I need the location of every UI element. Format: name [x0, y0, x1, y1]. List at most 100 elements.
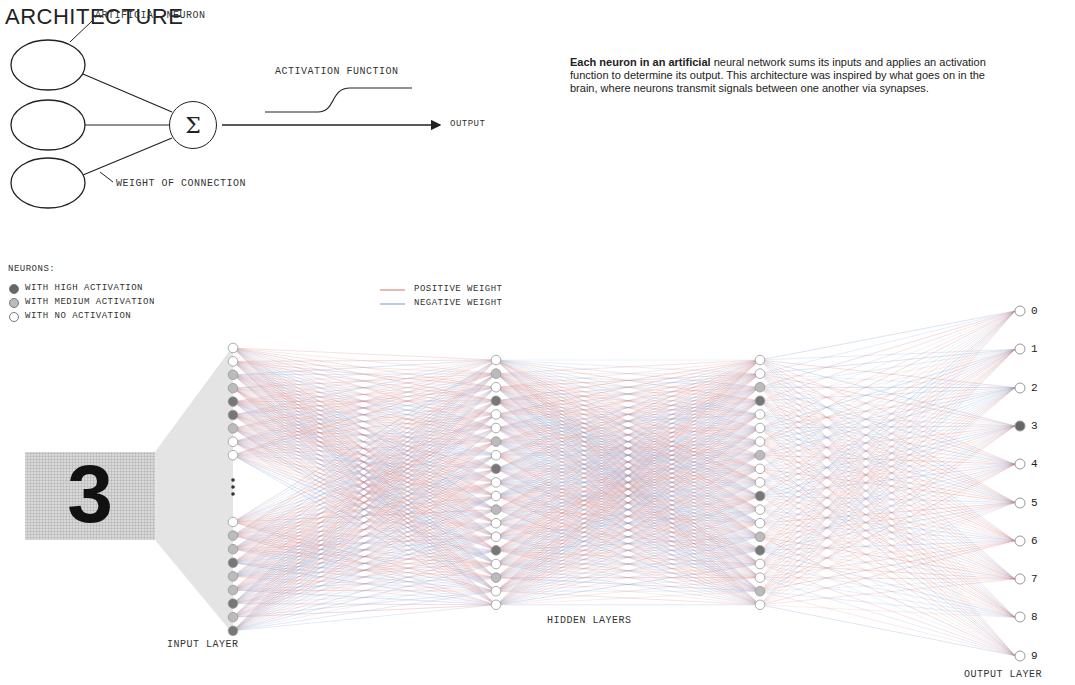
legend-swatch [9, 284, 19, 294]
neuron [491, 600, 501, 610]
neuron-circle [1014, 611, 1026, 623]
neuron [755, 586, 765, 596]
weight-line [760, 426, 1015, 605]
weight-line [233, 375, 496, 591]
connection-line [85, 124, 169, 125]
weight-line [496, 401, 760, 605]
weight-line [233, 469, 496, 631]
output-neuron: 1 [1014, 342, 1038, 356]
weight-line [496, 387, 760, 605]
digit-label: 3 [1031, 420, 1038, 432]
connection-line [83, 138, 172, 175]
weight-line [233, 510, 496, 631]
neuron [228, 370, 238, 380]
weight-line [233, 388, 496, 591]
legend-swatch [9, 298, 19, 308]
weight-line [496, 591, 760, 605]
weight-line [760, 387, 1015, 656]
weight-line [233, 442, 496, 469]
weight-line [233, 442, 496, 496]
weight-line [496, 374, 760, 605]
weight-line [233, 361, 496, 564]
neuron [228, 572, 238, 582]
weight-line [233, 415, 496, 578]
weight-line [496, 414, 760, 604]
weight-line [233, 360, 496, 631]
weight-line [233, 348, 496, 591]
weight-line [233, 455, 496, 631]
weight-line [496, 523, 760, 605]
weight-line [233, 550, 496, 630]
neuron [491, 464, 501, 474]
neuron [755, 355, 765, 365]
weight-line [233, 361, 496, 550]
weight-line [760, 349, 1015, 550]
neuron [491, 423, 501, 433]
neuron [755, 437, 765, 447]
text-label: INPUT LAYER [165, 639, 241, 650]
weight-line [233, 361, 496, 604]
digit-label: 9 [1031, 650, 1038, 662]
neuron [228, 544, 238, 554]
weight-line [233, 428, 496, 631]
weight-line [233, 564, 496, 631]
weight-line [496, 360, 760, 591]
weight-line [496, 482, 760, 604]
weight-line [233, 482, 496, 630]
digit-label: 5 [1031, 497, 1038, 509]
text-label: WEIGHT OF CONNECTION [116, 178, 246, 189]
weight-line [233, 360, 496, 375]
neuron [755, 464, 765, 474]
neuron-fill [1015, 344, 1025, 354]
neuron-circle [1014, 458, 1026, 470]
weight-line [496, 578, 760, 605]
weight-line [496, 455, 760, 605]
weight-line [760, 349, 1015, 523]
neuron [491, 450, 501, 460]
connection-line [83, 74, 172, 112]
output-neuron: 7 [1014, 572, 1038, 586]
legend-text: NEGATIVE WEIGHT [414, 298, 503, 308]
weight-line [233, 348, 496, 374]
neuron [491, 396, 501, 406]
neuron-fill [1015, 651, 1025, 661]
neuron [755, 600, 765, 610]
weight-line [760, 311, 1015, 360]
weight-line [233, 402, 496, 605]
neuron [491, 573, 501, 583]
weight-line [233, 360, 496, 617]
weight-line [233, 415, 496, 605]
weight-line [496, 604, 760, 605]
weight-line [496, 510, 760, 605]
output-arrow [222, 124, 440, 125]
neuron-fill [1015, 383, 1025, 393]
weight-line [233, 361, 496, 577]
weight-line [760, 401, 1015, 656]
neuron-circle [1014, 650, 1026, 662]
weight-line [496, 360, 760, 605]
neuron [228, 612, 238, 622]
sum-node: Σ [169, 101, 217, 149]
description-lead: Each neuron in an artificial [570, 56, 711, 68]
weight-line [496, 360, 760, 605]
weight-line [233, 348, 496, 510]
neuron [491, 437, 501, 447]
weight-line [233, 360, 496, 590]
output-neuron: 9 [1014, 649, 1038, 663]
weight-line [760, 360, 1015, 617]
weight-line [496, 591, 760, 605]
neuron [228, 626, 238, 636]
text-label: OUTPUT [450, 119, 485, 129]
neuron [755, 410, 765, 420]
neuron [491, 532, 501, 542]
weight-line [760, 311, 1015, 455]
digit-label: 6 [1031, 535, 1038, 547]
neuron [491, 478, 501, 488]
artificial-neuron [11, 100, 85, 150]
neuron [755, 491, 765, 501]
neuron [491, 505, 501, 515]
neuron [228, 397, 238, 407]
weight-line [496, 360, 760, 387]
weight-line [496, 496, 760, 605]
